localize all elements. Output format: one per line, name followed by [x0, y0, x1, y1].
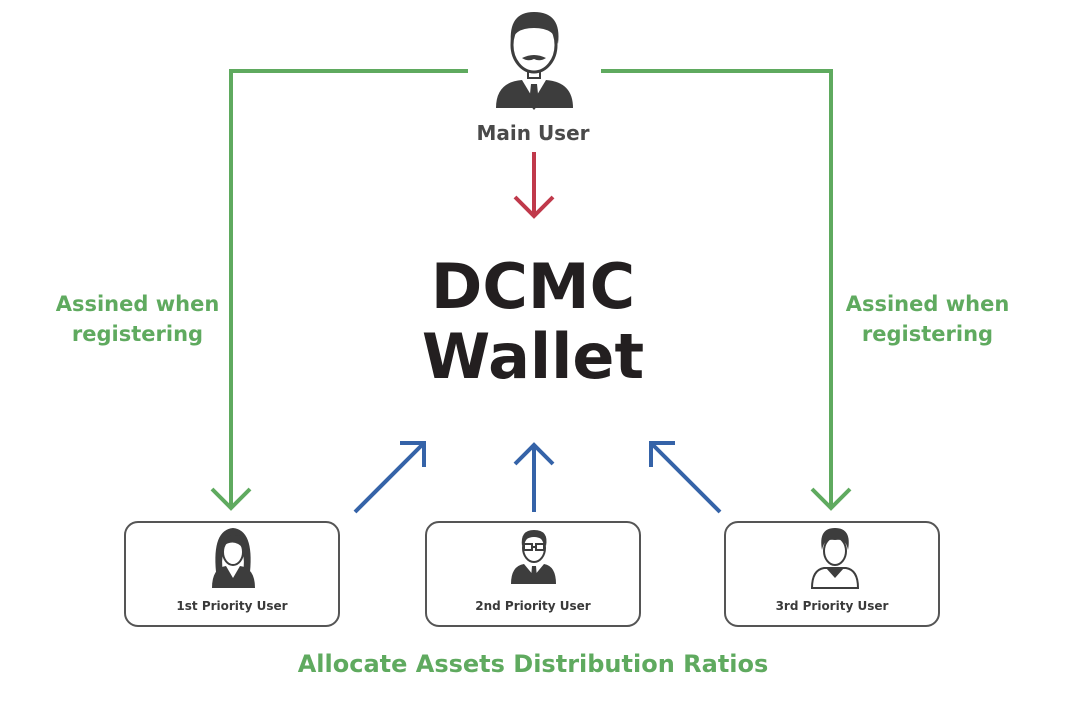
assign-label-right-line1: Assined when: [845, 292, 1010, 316]
wallet-title-line2: Wallet: [421, 320, 645, 393]
assign-label-right-line2: registering: [861, 322, 994, 346]
priority-user-label: 2nd Priority User: [475, 599, 591, 613]
main-user-label: Main User: [476, 121, 590, 145]
priority-user-card-1: 1st Priority User: [124, 521, 340, 627]
assign-label-right: Assined when registering: [830, 289, 1025, 349]
wallet-title-line1: DCMC: [430, 250, 636, 323]
assign-label-left-line1: Assined when: [55, 292, 220, 316]
priority-user-label: 1st Priority User: [176, 599, 288, 613]
main-to-wallet-arrow: [513, 152, 555, 219]
user1-to-wallet-arrow: [353, 441, 426, 514]
assign-label-left: Assined when registering: [40, 289, 235, 349]
wallet-title: DCMC Wallet: [383, 252, 683, 392]
user3-to-wallet-arrow: [649, 441, 722, 514]
assign-label-left-line2: registering: [71, 322, 204, 346]
distribution-footer: Allocate Assets Distribution Ratios: [297, 650, 769, 678]
businessman-icon: [496, 12, 573, 110]
priority-user-card-2: 2nd Priority User: [425, 521, 641, 627]
priority-user-card-3: 3rd Priority User: [724, 521, 940, 627]
priority-user-label: 3rd Priority User: [775, 599, 889, 613]
user2-to-wallet-arrow: [513, 442, 555, 512]
